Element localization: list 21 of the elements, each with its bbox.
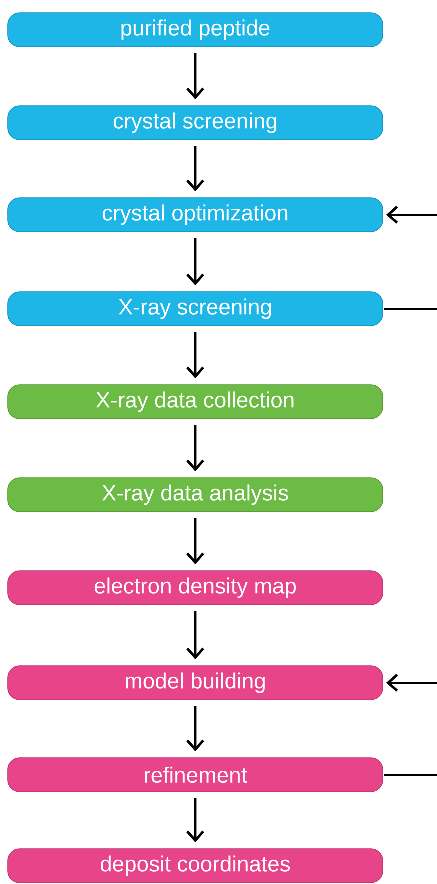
process-box: refinement [8,758,384,792]
arrow [186,798,204,843]
process-box: X-ray data collection [8,384,384,420]
arrow [186,53,204,100]
arrow [186,706,204,752]
arrow [186,425,204,472]
process-box: X-ray screening [8,292,384,326]
feedback-arrow [384,206,437,310]
process-box: purified peptide [8,12,384,48]
process-box: electron density map [8,570,384,606]
process-box: X-ray data analysis [8,478,384,512]
arrow [186,332,204,379]
arrow [186,146,204,192]
process-box: deposit coordinates [8,848,384,884]
arrow [186,611,204,660]
arrow [186,518,204,565]
process-box: model building [8,666,384,700]
process-box: crystal screening [8,106,384,140]
process-box: crystal optimization [8,198,384,232]
feedback-arrow [384,674,437,776]
arrow [186,238,204,286]
